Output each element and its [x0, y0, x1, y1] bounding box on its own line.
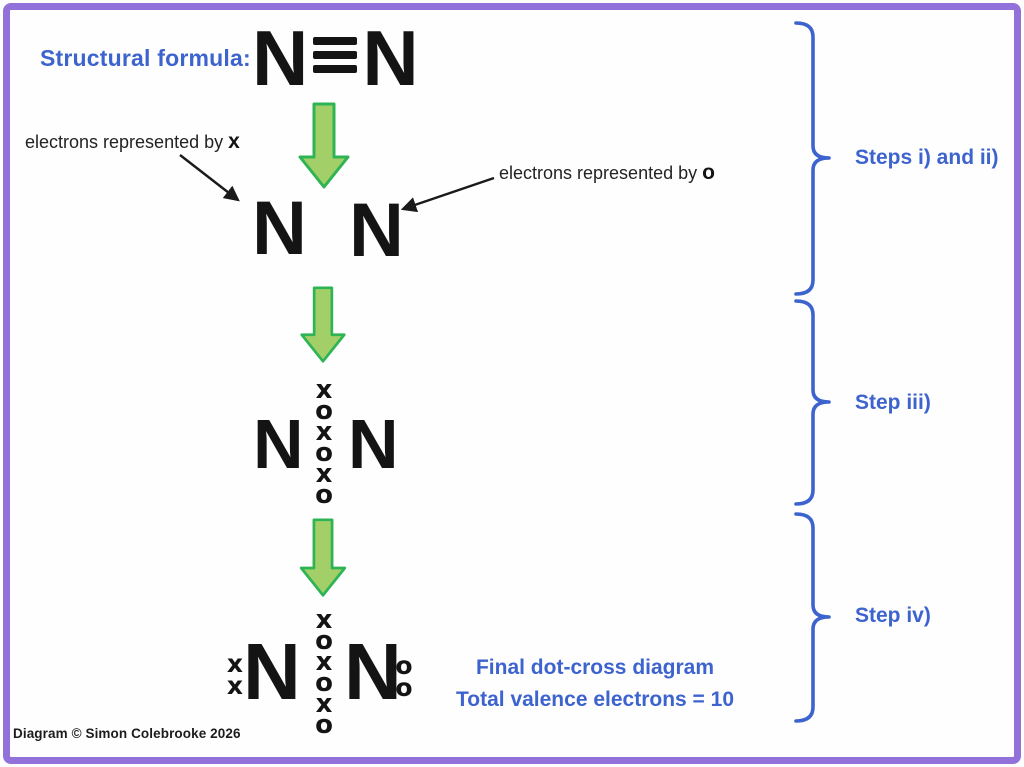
step-label-i-ii: Steps i) and ii)	[855, 146, 999, 169]
step4-bond-electrons: x o x o x o	[308, 605, 340, 740]
step-label-iv: Step iv)	[855, 604, 931, 627]
nitrogen-atom-left: N	[252, 14, 309, 102]
final-diagram-caption: Final dot-cross diagram Total valence el…	[420, 652, 770, 716]
structural-formula-label: Structural formula:	[40, 45, 251, 71]
bond-electron-symbol: x	[315, 459, 333, 489]
lone-pair-symbol: o	[395, 673, 413, 702]
caption-line-1: Final dot-cross diagram	[475, 656, 715, 679]
structural-formula-molecule: N N	[252, 19, 419, 97]
brace-step-iii	[794, 299, 831, 506]
lone-pair-symbol: o	[395, 651, 413, 680]
brace-step-iv	[794, 512, 831, 723]
step3-nitrogen-left: N	[253, 405, 304, 483]
triple-bond-icon	[313, 34, 358, 76]
down-arrow-icon	[299, 518, 347, 597]
step4-lone-pair-right: o o	[393, 651, 415, 702]
annotation-electrons-o-text: electrons represented by	[499, 163, 698, 183]
step3-nitrogen-right: N	[348, 405, 399, 483]
step4-nitrogen-left: N	[243, 627, 301, 716]
bond-electron-symbol: x	[315, 647, 333, 677]
nitrogen-atom-right: N	[362, 14, 419, 102]
down-arrow-icon	[298, 102, 350, 189]
bond-electron-symbol: o	[315, 668, 333, 698]
caption-line-2: Total valence electrons = 10	[456, 688, 734, 711]
bond-electron-symbol: x	[315, 605, 333, 635]
step-label-iii: Step iii)	[855, 391, 931, 414]
bond-electron-symbol: o	[315, 626, 333, 656]
purple-border-frame	[3, 3, 1021, 764]
annotation-arrow-right-icon	[400, 176, 495, 213]
bond-electron-symbol: o	[315, 480, 333, 510]
lone-pair-symbol: x	[226, 671, 244, 700]
brace-steps-i-ii	[794, 21, 831, 296]
bond-electron-symbol: x	[315, 417, 333, 447]
lone-pair-symbol: x	[226, 649, 244, 678]
step4-lone-pair-left: x x	[224, 649, 246, 700]
cross-symbol: x	[228, 130, 240, 153]
bond-electron-symbol: x	[315, 375, 333, 405]
step3-bond-electrons: x o x o x o	[308, 375, 340, 510]
step2-nitrogen-right: N	[349, 188, 404, 273]
bond-electron-symbol: o	[315, 396, 333, 426]
bond-electron-symbol: o	[315, 710, 333, 740]
copyright-text: Diagram © Simon Colebrooke 2026	[13, 726, 241, 741]
down-arrow-icon	[300, 286, 346, 363]
bond-electron-symbol: x	[315, 689, 333, 719]
step2-nitrogen-left: N	[252, 186, 307, 271]
annotation-arrow-left-icon	[179, 154, 240, 202]
dot-symbol: o	[702, 161, 715, 184]
annotation-electrons-x-text: electrons represented by	[25, 132, 224, 152]
bond-electron-symbol: o	[315, 438, 333, 468]
step4-nitrogen-right: N	[344, 627, 402, 716]
